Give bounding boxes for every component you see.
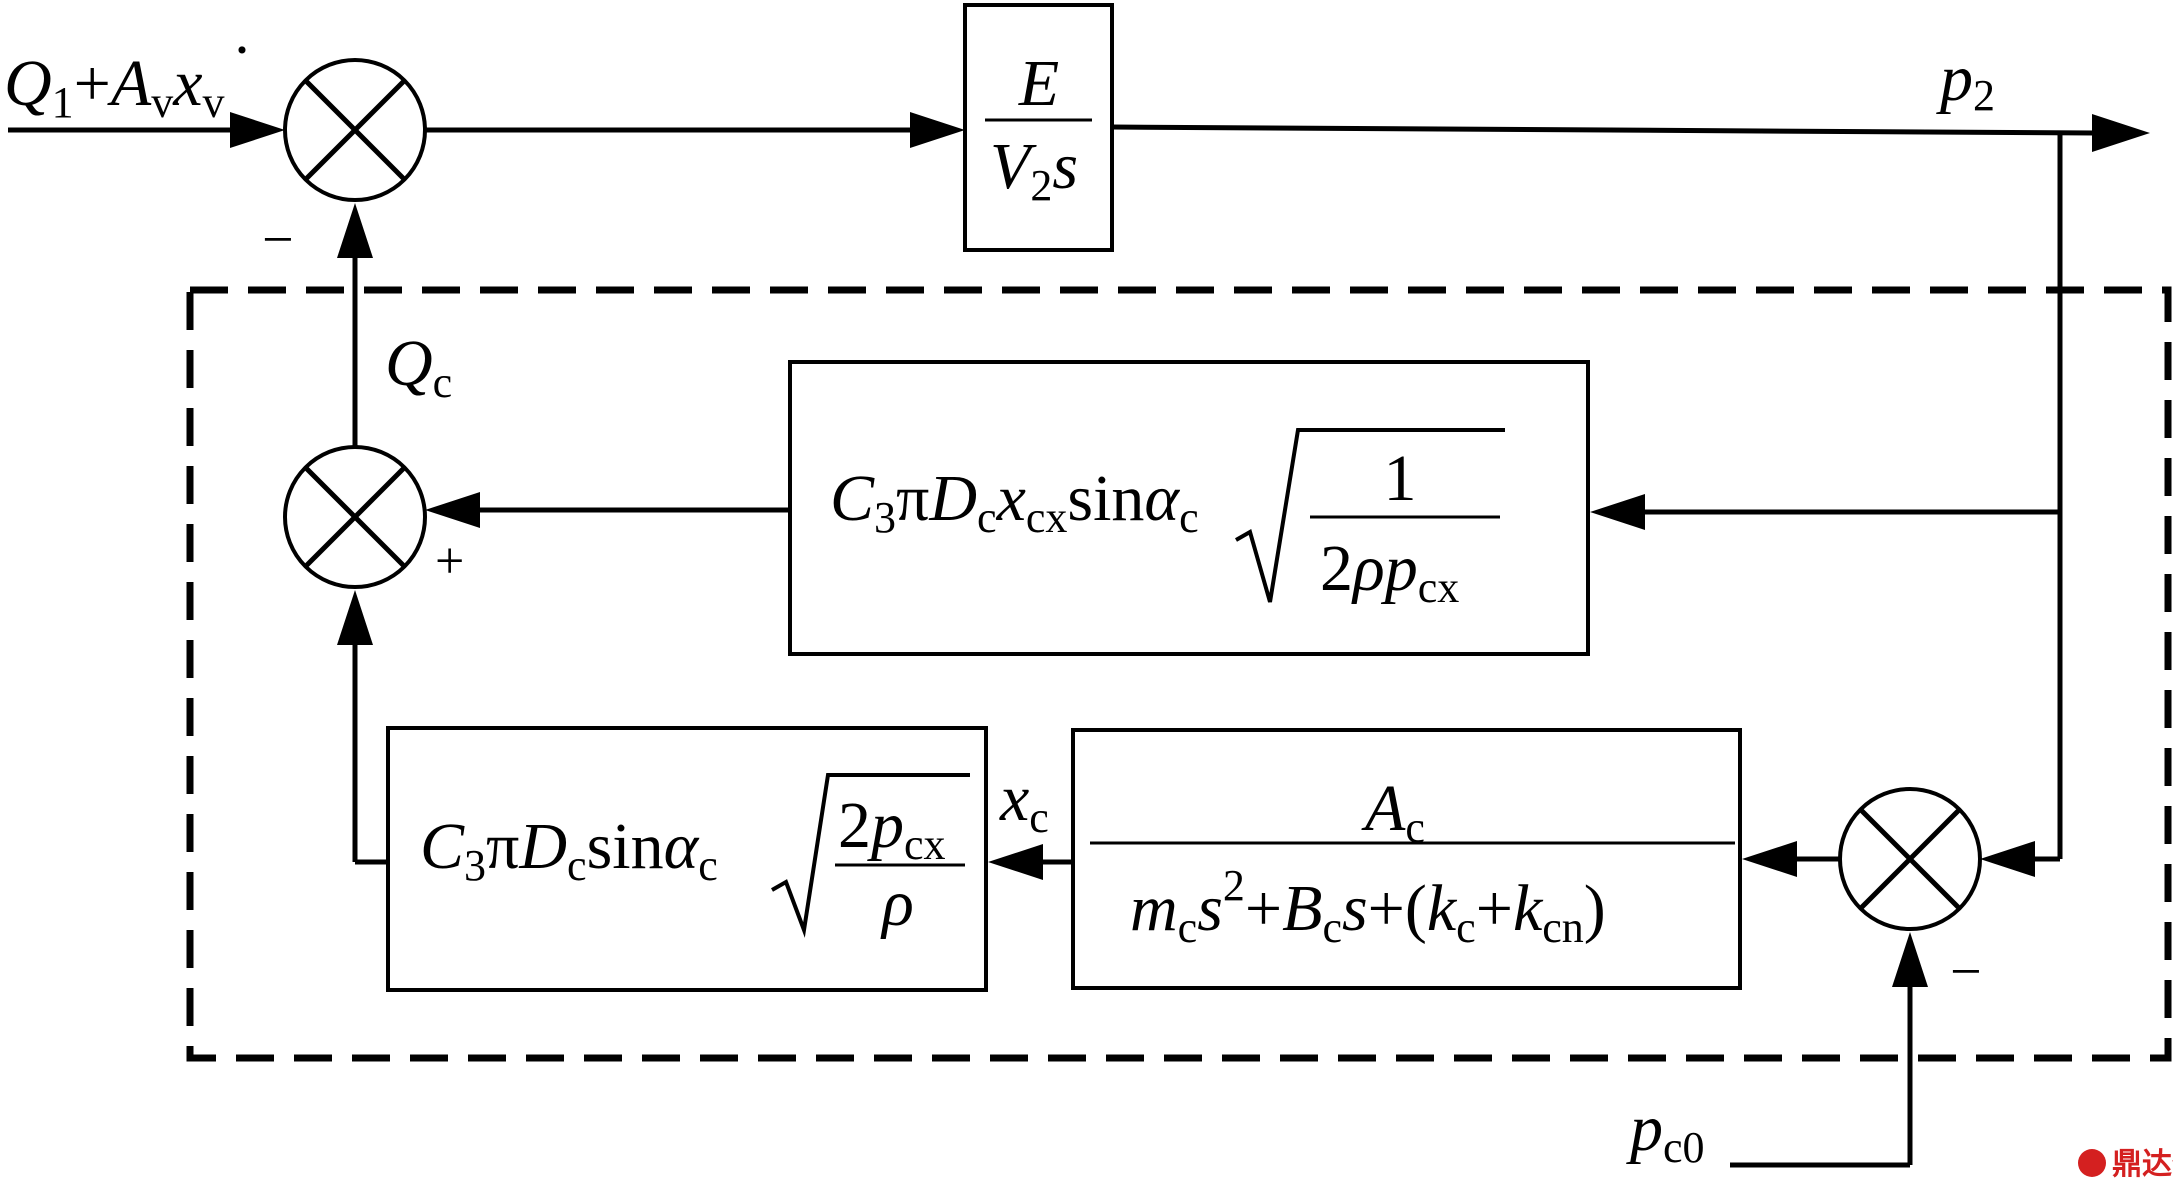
qc-label: Qc: [385, 327, 452, 407]
valve-flow-expression: C3πDcsinαc 2pcx ρ: [420, 773, 970, 940]
block-valve-flow-gain: [386, 726, 988, 992]
input-xv-dot: ·: [232, 17, 252, 83]
orifice-sqrt-numerator: 1: [1384, 442, 1417, 515]
integrator-denominator: V2s: [990, 130, 1078, 210]
svg-text:C3πDcxcxsinαc: C3πDcxcxsinαc: [830, 462, 1199, 542]
output-arrowhead: [2092, 114, 2150, 152]
block-orifice-flow: [788, 360, 1590, 656]
summing-junction-top: [283, 58, 427, 202]
arrowhead-junction-bottom-in: [1980, 841, 2035, 877]
dashed-subsystem-boundary: [186, 286, 2172, 1062]
summing-junction-middle: [283, 445, 427, 589]
spool-dynamics-numerator: Ac: [1361, 772, 1425, 852]
summing-junction-bottom: [1838, 787, 1982, 931]
arrowhead-valve-block-in: [988, 844, 1043, 880]
xc-label: xc: [999, 762, 1049, 842]
svg-text:C3πDcsinαc: C3πDcsinαc: [420, 810, 718, 890]
orifice-sqrt-sign: [1235, 428, 1505, 603]
arrowhead-junction-middle-bottom: [337, 590, 373, 645]
block-spool-dynamics: [1071, 728, 1742, 990]
arrowhead-orifice-block-in: [1590, 494, 1645, 530]
pc0-label: pc0: [1626, 1092, 1705, 1172]
orifice-sqrt-denominator: 2ρpcx: [1320, 532, 1459, 612]
valve-sqrt-denominator: ρ: [880, 867, 914, 940]
watermark: 鼎达信: [2078, 1147, 2173, 1182]
input-label: Q1+Avxv: [4, 47, 225, 127]
output-signal-line: [1111, 124, 2096, 136]
arrowhead-integrator-in: [910, 112, 965, 148]
output-label-p2: p2: [1936, 42, 1995, 120]
spool-dynamics-denominator: mcs2+Bcs+(kc+kcn): [1130, 861, 1606, 952]
block-integrator: [963, 3, 1114, 252]
svg-text:鼎达信: 鼎达信: [2112, 1147, 2173, 1182]
sign-minus-bottom: −: [1950, 941, 1982, 1003]
arrowhead-junction-middle-right: [425, 492, 480, 528]
orifice-flow-expression: C3πDcxcxsinαc 1 2ρpcx: [830, 428, 1505, 612]
input-arrowhead: [230, 112, 285, 148]
arrowhead-spool-block-in: [1742, 841, 1797, 877]
valve-sqrt-sign: [771, 773, 970, 938]
sign-plus-middle: +: [435, 533, 464, 590]
valve-sqrt-numerator: 2pcx: [838, 789, 946, 869]
integrator-numerator: E: [1018, 47, 1059, 120]
arrowhead-junction-top-bottom: [337, 203, 373, 258]
arrowhead-junction-bottom-lower: [1892, 932, 1928, 987]
sign-minus-top: −: [262, 209, 294, 271]
